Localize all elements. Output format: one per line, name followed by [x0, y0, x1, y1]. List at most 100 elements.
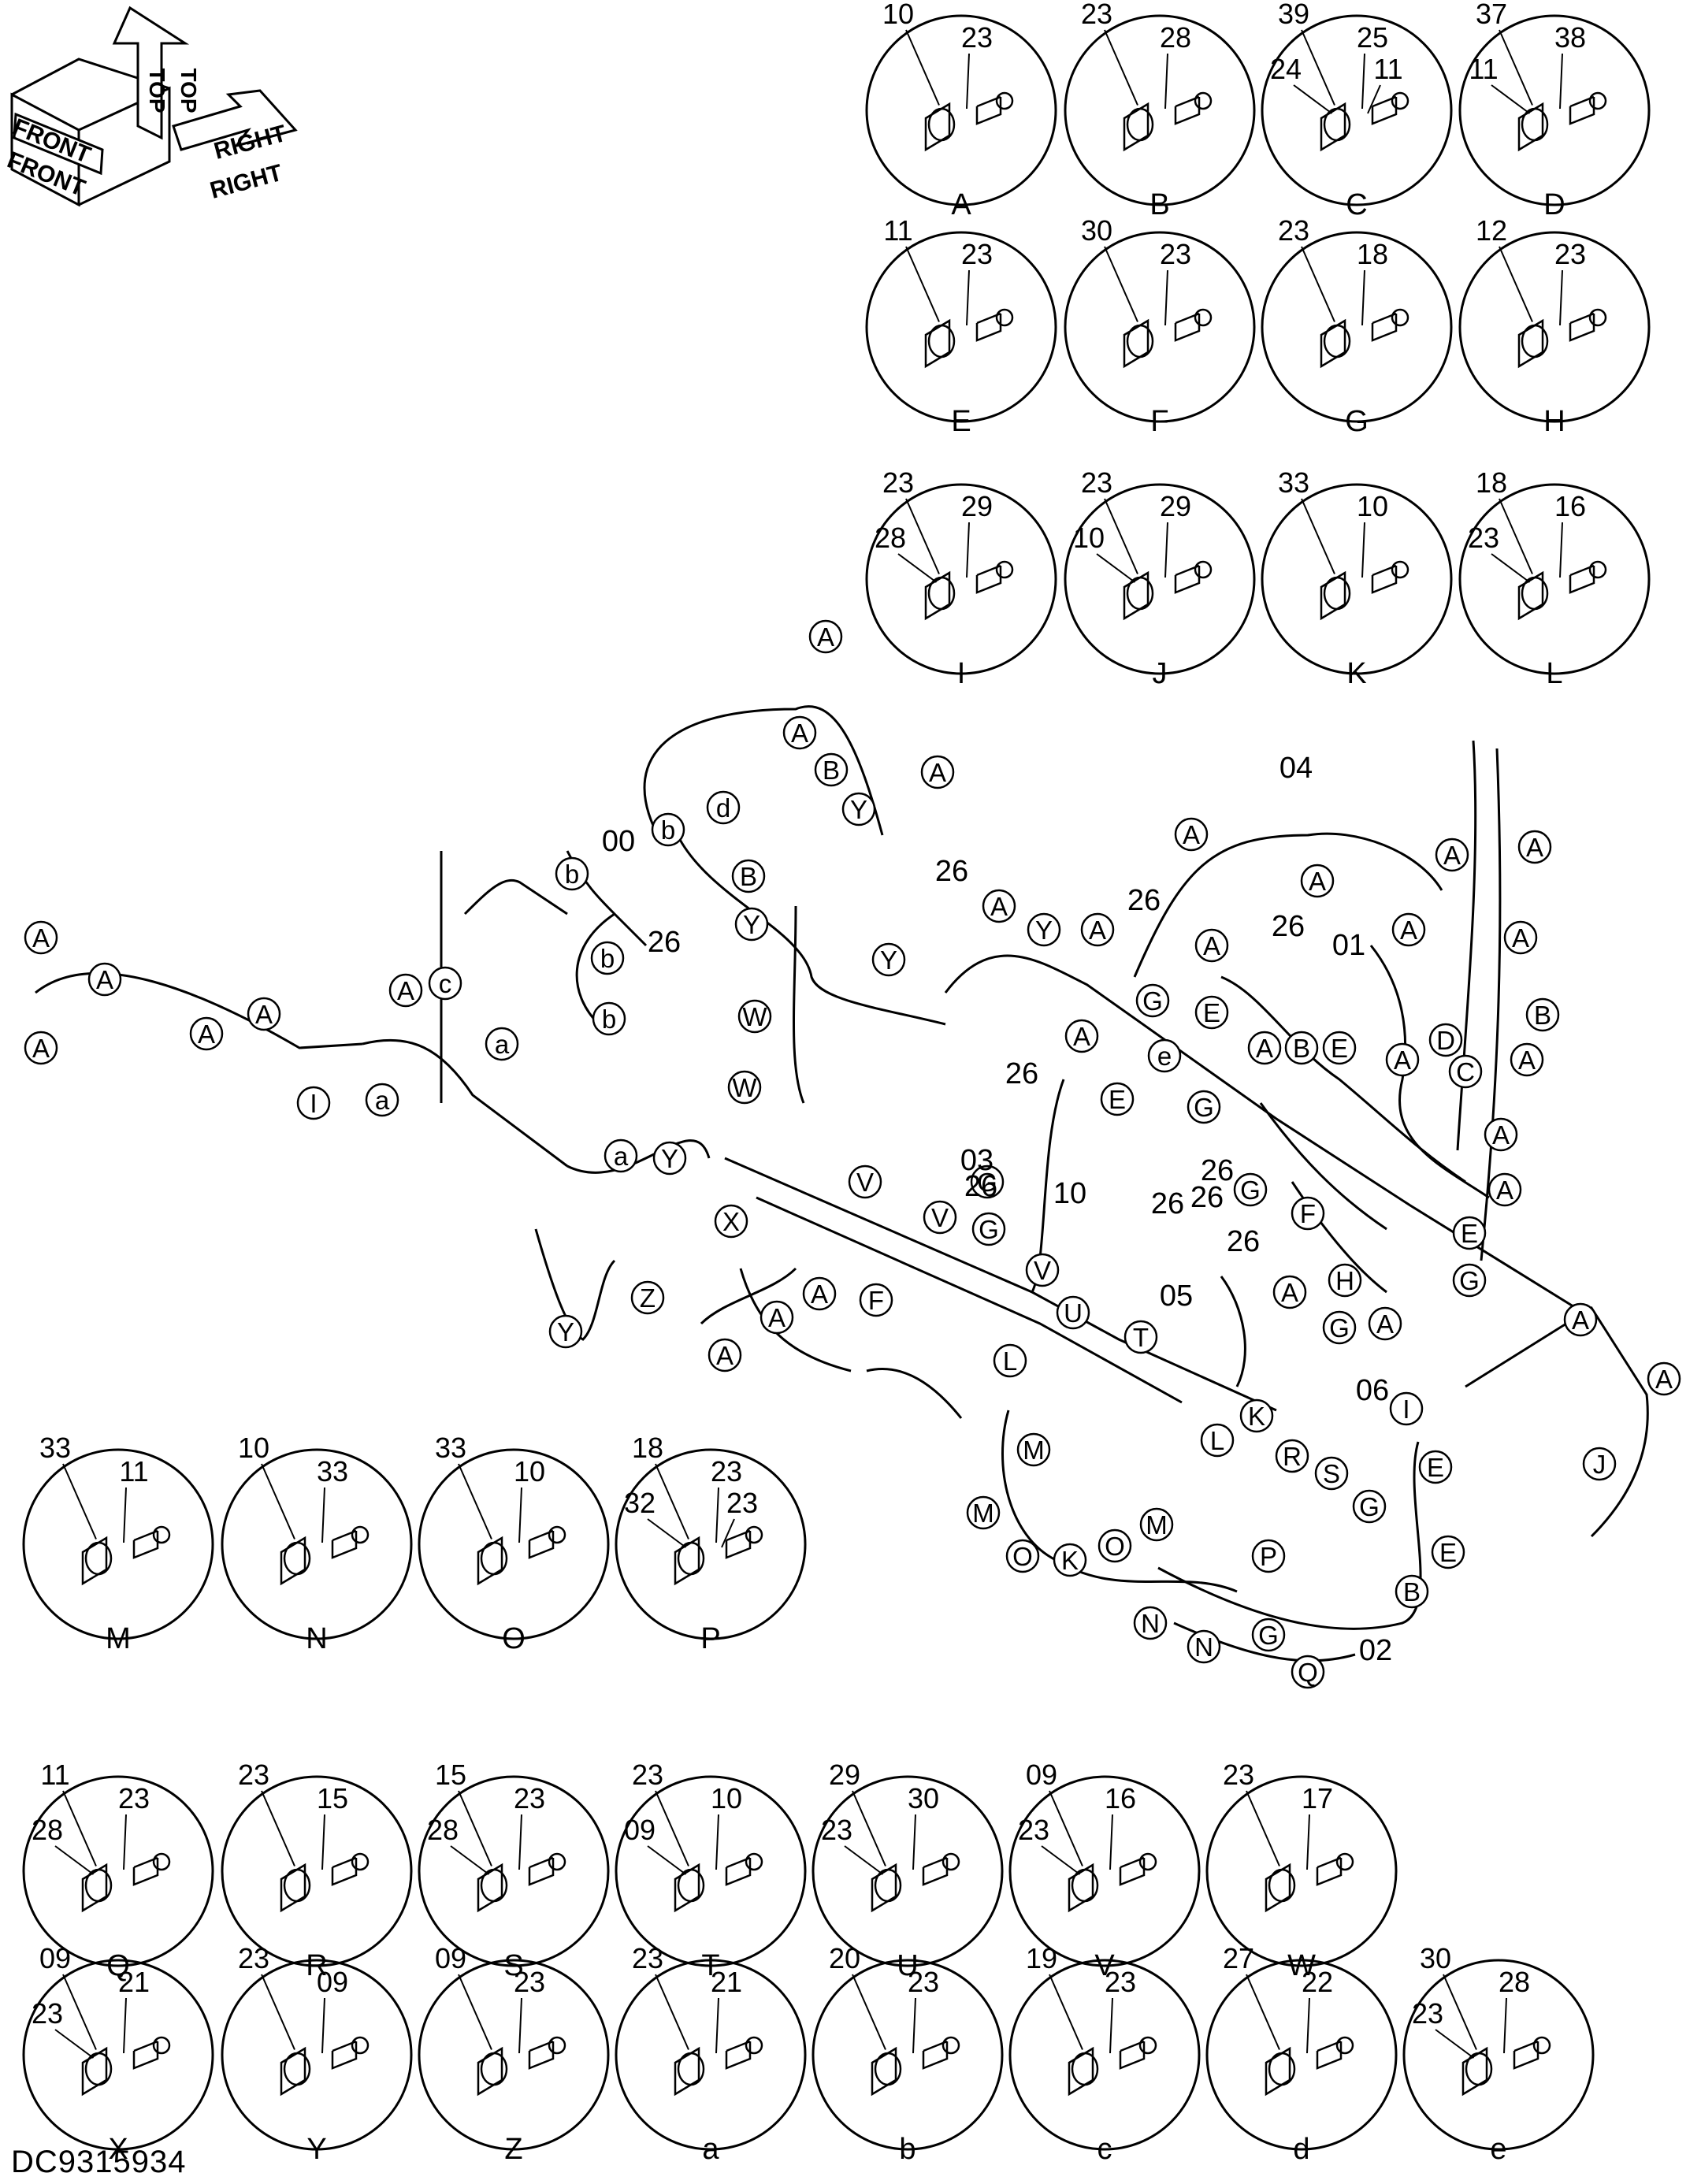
callout-A-label: A [990, 892, 1008, 921]
detail-circle [22, 1775, 214, 1967]
callout-O: O [1097, 1528, 1132, 1563]
callout-A: A [247, 997, 281, 1031]
detail-label: J [1153, 657, 1168, 690]
bolt-head-icon [548, 2036, 566, 2055]
harness-number-26: 26 [964, 1170, 997, 1203]
callout-A-label: A [1309, 867, 1326, 896]
callout-B-label: B [1293, 1034, 1310, 1063]
leader-line [1246, 1974, 1280, 2050]
leader-line [458, 1790, 492, 1866]
bolt-head-icon [995, 308, 1014, 327]
clamp-loop-icon [874, 1868, 902, 1903]
callout-G: G [1322, 1310, 1357, 1345]
callout-A: A [808, 619, 843, 654]
callout-D: D [1428, 1023, 1463, 1057]
callout-L-label: L [1003, 1346, 1017, 1376]
part-number: 28 [1160, 21, 1191, 54]
clamp-loop-icon [1126, 107, 1154, 142]
part-number: 23 [711, 1455, 742, 1488]
clamp-loop-icon [677, 1868, 705, 1903]
part-number: 21 [711, 1966, 742, 1998]
callout-G-label: G [979, 1215, 999, 1244]
callout-W: W [737, 999, 772, 1034]
callout-N: N [1187, 1629, 1221, 1664]
bolt-head-icon [152, 1525, 171, 1544]
callout-A-label: A [1394, 1046, 1411, 1075]
leader-line [1435, 2029, 1475, 2059]
harness-number-26: 26 [1272, 910, 1305, 943]
clamp-loop-icon [1323, 107, 1351, 142]
callout-A: A [760, 1300, 794, 1335]
part-number: 29 [1160, 490, 1191, 522]
part-number: 37 [1476, 0, 1507, 30]
clamp-loop-icon [283, 1868, 311, 1903]
part-number: 10 [1073, 522, 1105, 554]
callout-B: B [1525, 997, 1560, 1032]
harness-number-26: 26 [1201, 1154, 1234, 1187]
detail-circle [1402, 1959, 1595, 2151]
detail-circle [22, 1959, 214, 2151]
leader-line [715, 1487, 719, 1543]
callout-A-label: A [1203, 931, 1220, 960]
callout-L-label: L [1210, 1426, 1224, 1455]
callout-V-label: V [1034, 1256, 1051, 1285]
part-number: 28 [32, 1814, 63, 1846]
bolt-head-icon [1391, 308, 1409, 327]
part-number: 23 [1081, 0, 1112, 30]
callout-A-label: A [811, 1280, 828, 1309]
clamp-loop-icon [1268, 2052, 1296, 2086]
harness-segment [35, 971, 363, 1049]
bolt-head-icon [941, 1852, 960, 1871]
part-number: 11 [40, 1759, 69, 1791]
part-number: 18 [1476, 466, 1507, 499]
bolt-head-icon [1138, 2036, 1157, 2055]
clamp-loop-icon [480, 2052, 508, 2086]
clamp-loop-icon [1521, 576, 1549, 611]
detail-label: Q [106, 1949, 130, 1982]
callout-b: b [651, 812, 685, 847]
part-number: 19 [1026, 1942, 1057, 1974]
detail-label: d [1293, 2133, 1309, 2166]
leader-line [1301, 498, 1335, 574]
callout-b: b [590, 941, 625, 975]
leader-line [1301, 246, 1335, 322]
callout-A: A [708, 1338, 742, 1372]
clamp-loop-icon [1323, 324, 1351, 358]
part-number: 11 [1469, 53, 1498, 85]
harness-segment [575, 912, 615, 1026]
leader-line [1306, 1997, 1310, 2054]
detail-circle [865, 483, 1057, 675]
callout-G-label: G [1459, 1266, 1480, 1295]
clamp-loop-icon [1071, 1868, 1099, 1903]
harness-segment [1133, 832, 1443, 978]
part-number: 32 [624, 1487, 656, 1519]
callout-V: V [1025, 1253, 1060, 1287]
clamp-loop-icon [84, 1541, 113, 1576]
detail-circle [418, 1775, 610, 1967]
detail-label: R [306, 1949, 327, 1982]
orientation-indicator [10, 6, 298, 207]
callout-I-label: I [1402, 1395, 1409, 1424]
clamp-loop-icon [874, 2052, 902, 2086]
part-number: 09 [39, 1942, 71, 1974]
detail-label: Z [504, 2133, 522, 2166]
leader-line [261, 1790, 295, 1866]
leader-line [450, 1845, 490, 1875]
callout-G-label: G [1359, 1492, 1380, 1521]
clamp-loop-icon [1268, 1868, 1296, 1903]
harness-segment [944, 954, 1577, 1309]
harness-number-06: 06 [1356, 1374, 1389, 1407]
callout-A-label: A [255, 1000, 273, 1029]
detail-circle [615, 1775, 807, 1967]
leader-line [1293, 84, 1333, 114]
part-number: 23 [961, 21, 993, 54]
callout-F-label: F [1300, 1199, 1316, 1228]
detail-circle [1064, 231, 1256, 423]
